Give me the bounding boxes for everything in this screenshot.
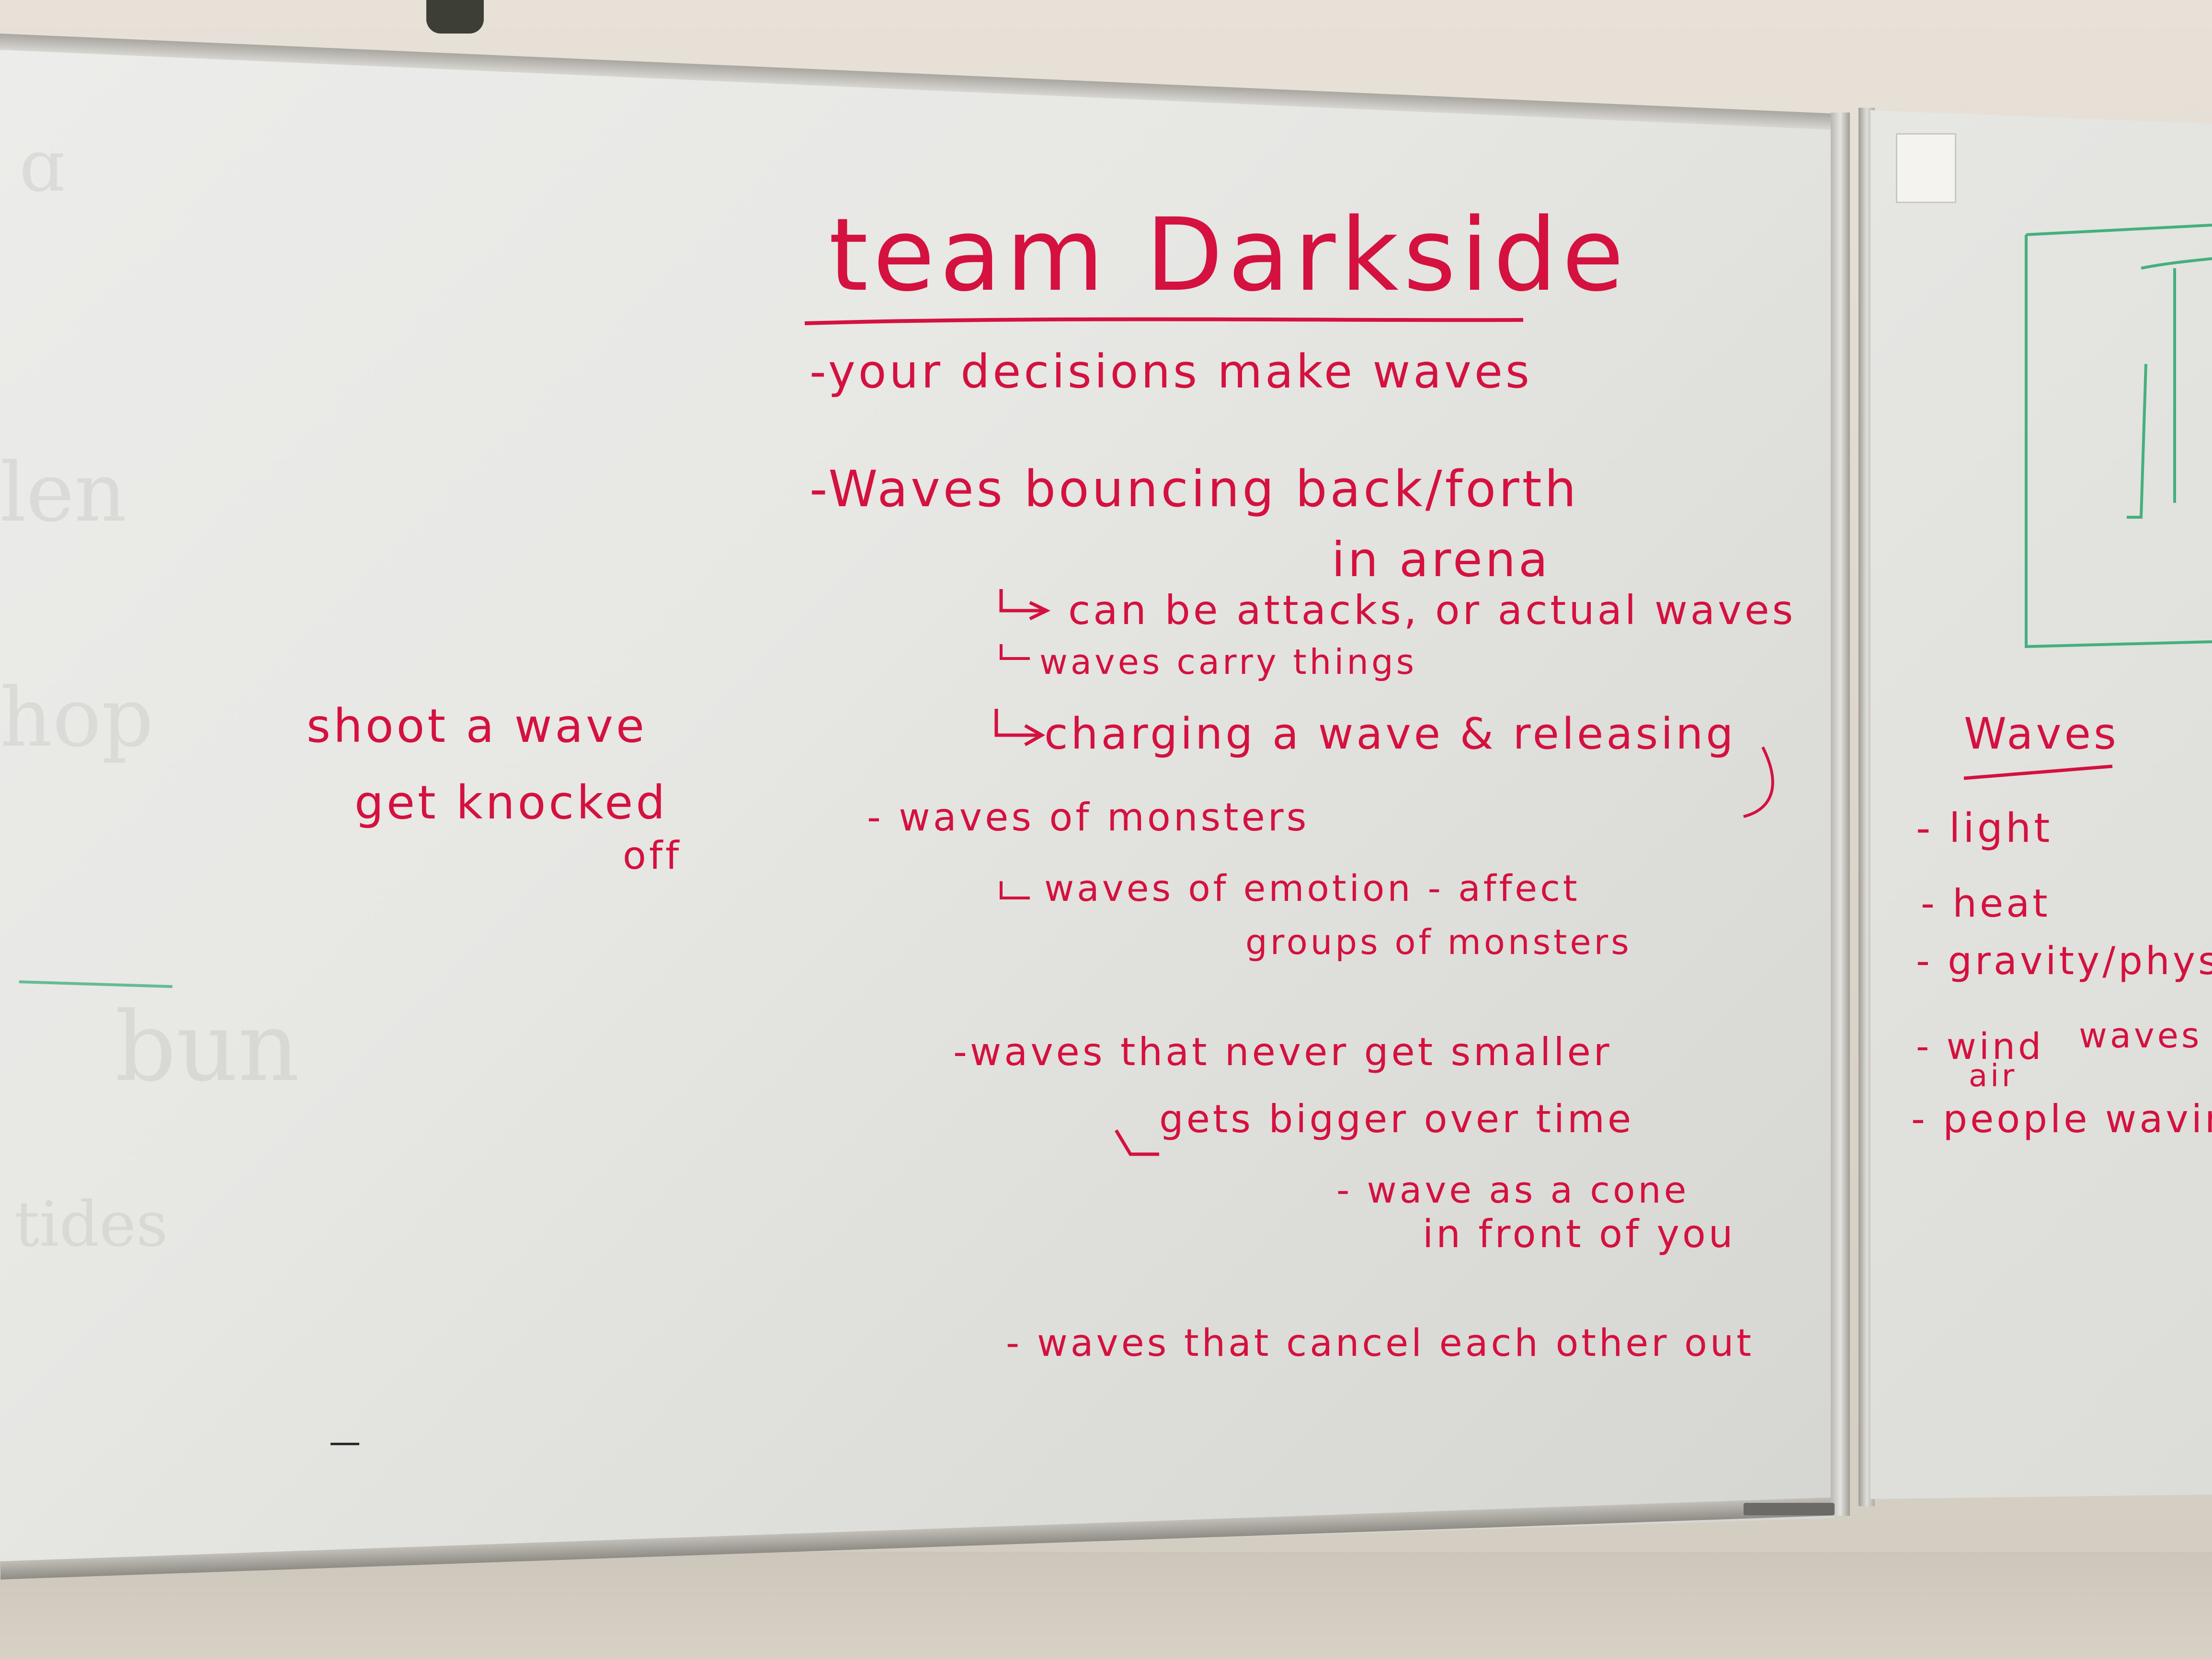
note-line: gets bigger over time <box>1159 1097 1634 1141</box>
arrow-icon <box>994 709 1046 747</box>
note-line: - waves that cancel each other out <box>1006 1322 1754 1365</box>
note-line: charging a wave & releasing <box>1044 709 1736 759</box>
arrow-icon <box>1114 1129 1159 1156</box>
note-line: -waves that never get smaller <box>953 1030 1612 1074</box>
note-line: -Waves bouncing back/forth <box>810 460 1579 518</box>
marker-tray <box>1744 1503 1835 1515</box>
note-line: in front of you <box>1423 1212 1736 1256</box>
arrow-icon <box>1000 644 1030 660</box>
board-title: team Darkside <box>829 196 1629 314</box>
green-box <box>2025 224 2212 648</box>
green-figure <box>2127 257 2212 519</box>
right-board-item: air <box>1969 1058 2018 1094</box>
erased-writing: len <box>0 445 127 540</box>
erased-writing: ɑ <box>19 125 66 208</box>
side-note: get knocked <box>354 776 668 830</box>
erased-writing: bun <box>115 991 300 1103</box>
right-whiteboard <box>1870 110 2212 1499</box>
right-board-item: - heat <box>1921 881 2051 926</box>
right-board-item: - gravity/phys <box>1916 939 2212 983</box>
note-line: - waves of monsters <box>867 795 1310 840</box>
note-line: waves carry things <box>1039 642 1417 682</box>
erased-writing: hop <box>0 670 154 765</box>
right-board-item: - wind <box>1916 1025 2044 1068</box>
board-sticker <box>1896 133 1956 203</box>
note-line: -your decisions make waves <box>810 345 1532 398</box>
releasing-curve <box>1743 746 1774 818</box>
note-line: in arena <box>1332 532 1551 588</box>
erased-writing: tides <box>14 1188 168 1261</box>
right-board-item: - people waving <box>1911 1097 2212 1141</box>
arrow-icon <box>999 589 1051 621</box>
waves-underline <box>1963 764 2113 780</box>
right-board-item: - light <box>1916 805 2053 852</box>
green-mark <box>19 980 173 988</box>
arrow-icon <box>1000 881 1030 899</box>
main-board-frame-right <box>1831 113 1850 1516</box>
wall <box>0 1552 2212 1659</box>
main-whiteboard <box>0 34 1844 1576</box>
note-line: can be attacks, or actual waves <box>1068 587 1796 634</box>
board-mount-bracket <box>426 0 484 34</box>
side-note: shoot a wave <box>307 699 648 753</box>
note-line: groups of monsters <box>1245 922 1632 962</box>
right-board-item: waves <box>2079 1015 2202 1056</box>
note-line: waves of emotion - affect <box>1044 867 1580 909</box>
title-underline <box>804 317 1524 325</box>
note-line: - wave as a cone <box>1336 1169 1689 1211</box>
side-note: off <box>623 833 682 878</box>
right-board-heading: Waves <box>1964 709 2119 759</box>
